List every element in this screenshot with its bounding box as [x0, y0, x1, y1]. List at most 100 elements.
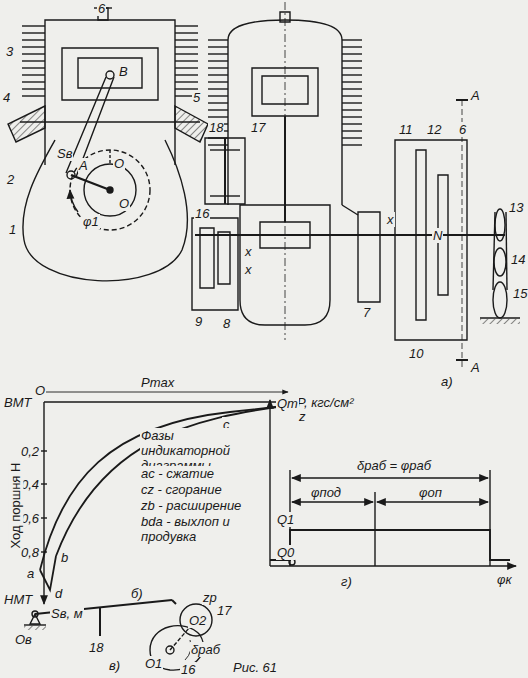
- right-engine-stroke: [210, 195, 240, 196]
- right-engine-stroke: [284, 116, 286, 222]
- cooling-fins-stroke: [208, 74, 228, 75]
- indicator-diagram-stroke: [41, 517, 47, 518]
- mechanism-label: О1: [144, 656, 163, 671]
- callout-label: 7: [362, 305, 371, 320]
- cooling-fins-stroke: [175, 46, 198, 47]
- phase-note: zb - расширение: [140, 498, 242, 513]
- cooling-fins-stroke: [208, 102, 228, 103]
- indicator-diagram-stroke: [44, 401, 292, 402]
- mechanism-label: δраб: [190, 642, 221, 657]
- callout-label: 11: [398, 122, 414, 137]
- callout-label: х: [244, 262, 253, 277]
- callout-label: 5: [192, 90, 201, 105]
- callout-label: 2: [6, 172, 15, 187]
- callout-label: х: [386, 212, 395, 227]
- timing-chart-stroke: [292, 501, 373, 502]
- diagram-label: P, кгс/см²: [296, 395, 354, 410]
- left-engine-stroke: [45, 20, 175, 165]
- cooling-fins-stroke: [22, 67, 45, 68]
- mechanism-label: 17: [216, 603, 232, 618]
- cooling-fins-stroke: [342, 95, 362, 96]
- diagram-label: 0,2: [20, 444, 40, 459]
- callout-label: 6: [458, 122, 467, 137]
- right-engine-stroke: [456, 359, 468, 361]
- cooling-fins-stroke: [208, 60, 228, 61]
- right-engine-stroke: [480, 319, 520, 324]
- chart-label: φк: [496, 572, 513, 587]
- right-engine-stroke: [480, 317, 520, 318]
- chart-label: г): [340, 574, 353, 589]
- right-engine-stroke: [456, 99, 468, 101]
- callout-label: 16: [194, 206, 210, 221]
- mechanism-label: 18: [88, 640, 104, 655]
- left-engine-stroke: [175, 106, 208, 142]
- cooling-fins-stroke: [208, 88, 228, 89]
- cooling-fins-stroke: [342, 81, 362, 82]
- cooling-fins-stroke: [22, 39, 45, 40]
- right-engine-stroke: [493, 282, 507, 318]
- cam-mechanism-stroke: [172, 600, 176, 604]
- diagram-label: б): [130, 586, 144, 601]
- cooling-fins-stroke: [342, 46, 362, 47]
- mechanism-label: в): [108, 658, 121, 673]
- cooling-fins-stroke: [22, 60, 45, 61]
- timing-chart-stroke: [489, 470, 490, 566]
- left-engine-stroke: [78, 58, 142, 88]
- figure-caption: Рис. 61: [232, 660, 278, 675]
- right-engine-stroke: [224, 138, 226, 204]
- cooling-fins-stroke: [342, 123, 362, 124]
- cooling-fins-stroke: [342, 144, 362, 145]
- left-engine-stroke: [62, 48, 158, 100]
- right-engine-stroke: [192, 218, 238, 310]
- diagram-label: d: [54, 586, 63, 601]
- phase-note: сz - сгорание: [140, 482, 223, 497]
- timing-chart-stroke: [374, 492, 375, 566]
- callout-label: 10: [408, 346, 424, 361]
- right-engine-stroke: [195, 234, 500, 236]
- cooling-fins-stroke: [342, 137, 362, 138]
- left-engine-stroke: [70, 190, 78, 212]
- left-engine-stroke: [71, 175, 110, 190]
- right-engine-stroke: [205, 138, 245, 204]
- left-engine-stroke: [20, 121, 200, 122]
- indicator-diagram-stroke: [56, 405, 292, 556]
- cooling-fins-stroke: [175, 60, 198, 61]
- left-engine-stroke: [23, 140, 187, 281]
- cooling-fins-stroke: [22, 74, 45, 75]
- cooling-fins: [22, 26, 198, 96]
- callout-label: О: [118, 196, 130, 211]
- callout-label: 1: [8, 222, 17, 237]
- callout-label: 14: [510, 252, 526, 267]
- cooling-fins-stroke: [22, 81, 45, 82]
- callout-label: А: [470, 360, 481, 375]
- diagram-label: b: [60, 550, 69, 565]
- cooling-fins-stroke: [175, 81, 198, 82]
- cooling-fins-stroke: [342, 88, 362, 89]
- callout-label: 15: [512, 286, 528, 301]
- right-engine-stroke: [495, 209, 505, 241]
- indicator-diagram-stroke: [40, 556, 56, 590]
- callout-label: Sв: [56, 146, 73, 161]
- cooling-fins-stroke: [22, 88, 45, 89]
- right-engine-stroke: [262, 76, 308, 104]
- indicator-diagram: [40, 392, 292, 604]
- timing-chart: [270, 400, 516, 566]
- callout-label: О: [113, 156, 125, 171]
- chart-label: φпод: [310, 485, 342, 500]
- chart-label: δраб = φраб: [356, 458, 432, 473]
- cooling-fins-stroke: [342, 116, 362, 117]
- callout-label: 18: [208, 120, 224, 135]
- right-engine-stroke: [358, 212, 380, 302]
- indicator-diagram-stroke: [41, 483, 47, 484]
- cooling-fins-stroke: [342, 102, 362, 103]
- diagram-label: ВМТ: [3, 395, 32, 410]
- cooling-fins-stroke: [208, 81, 228, 82]
- cooling-fins-stroke: [208, 95, 228, 96]
- left-engine-stroke: [106, 71, 114, 79]
- cooling-fins-stroke: [22, 53, 45, 54]
- right-engine-stroke: [218, 232, 230, 284]
- mechanism-label: Ов: [14, 632, 33, 647]
- cooling-fins-stroke: [208, 39, 228, 40]
- cooling-fins-stroke: [342, 39, 362, 40]
